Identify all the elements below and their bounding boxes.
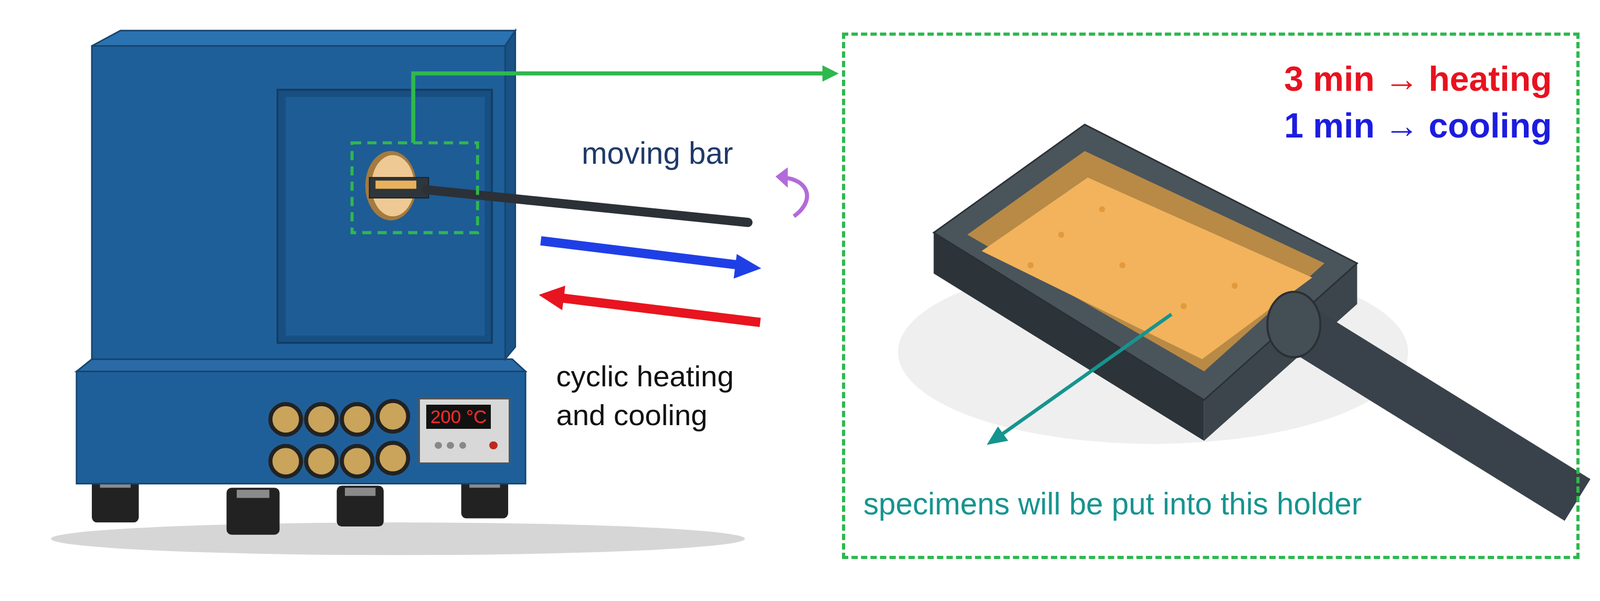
- holder-small-inner: [375, 180, 417, 189]
- timing-note: 3 min → heating: [1283, 58, 1552, 100]
- free-label: cyclic heating and cooling: [555, 356, 761, 435]
- button-dot: [459, 441, 467, 450]
- heating-arrow: [561, 298, 761, 323]
- furnace-body: [91, 45, 505, 360]
- texture-dot: [1119, 262, 1126, 269]
- knob: [377, 401, 408, 432]
- furnace-base: [76, 371, 526, 484]
- floor-texture: [1027, 206, 1238, 310]
- foot-top: [344, 487, 376, 497]
- furnace-door: [277, 89, 492, 343]
- knob: [270, 404, 301, 435]
- knob: [341, 446, 373, 477]
- door-panel: [285, 97, 485, 336]
- cooling-arrow: [540, 240, 741, 266]
- zoom-panel: 3 min → heating1 min → cooling specimens …: [841, 32, 1580, 560]
- furnace-foot: [336, 485, 384, 527]
- floor-shadow: [50, 522, 745, 555]
- button-dot: [489, 441, 498, 450]
- texture-dot: [1180, 302, 1187, 310]
- button-dot: [434, 441, 442, 450]
- process-note: cyclic heating and cooling: [555, 356, 761, 435]
- knob-group: [270, 401, 408, 477]
- temperature-display: 200 °C: [418, 397, 511, 465]
- base-top: [76, 359, 526, 372]
- callout-text: specimens will be put into this holder: [863, 485, 1362, 523]
- holder-handle: [1293, 324, 1578, 500]
- furnace-top: [91, 30, 516, 46]
- holder-inner-wall: [967, 151, 1325, 372]
- furnace-foot: [226, 487, 280, 535]
- knob: [306, 446, 337, 477]
- moving-bar: [426, 190, 749, 223]
- button-dot: [446, 441, 455, 450]
- rotate-arrowhead: [775, 167, 788, 188]
- knob: [341, 404, 373, 435]
- knob: [377, 443, 408, 474]
- temperature-readout: 200 °C: [426, 404, 491, 429]
- heating-arrowhead: [538, 285, 566, 311]
- cooling-arrowhead: [733, 254, 762, 279]
- free-label: moving bar: [581, 134, 733, 172]
- knob: [270, 446, 301, 477]
- holder-small: [369, 177, 429, 198]
- leader-line: [1000, 314, 1172, 436]
- foot-top: [236, 489, 270, 499]
- zoom-arrowhead: [822, 65, 839, 82]
- texture-dot: [1099, 206, 1106, 213]
- part-label: moving bar: [581, 134, 733, 172]
- texture-dot: [1231, 282, 1238, 289]
- texture-dot: [1027, 262, 1034, 269]
- knob: [306, 404, 337, 435]
- leader-arrowhead: [986, 426, 1009, 446]
- zoom-link: [413, 73, 827, 143]
- zoom-marker: [352, 142, 478, 233]
- timing-note: 1 min → cooling: [1283, 104, 1552, 147]
- handle-collar: [1267, 291, 1321, 357]
- holder-rim: [933, 124, 1358, 400]
- texture-dot: [1058, 231, 1065, 238]
